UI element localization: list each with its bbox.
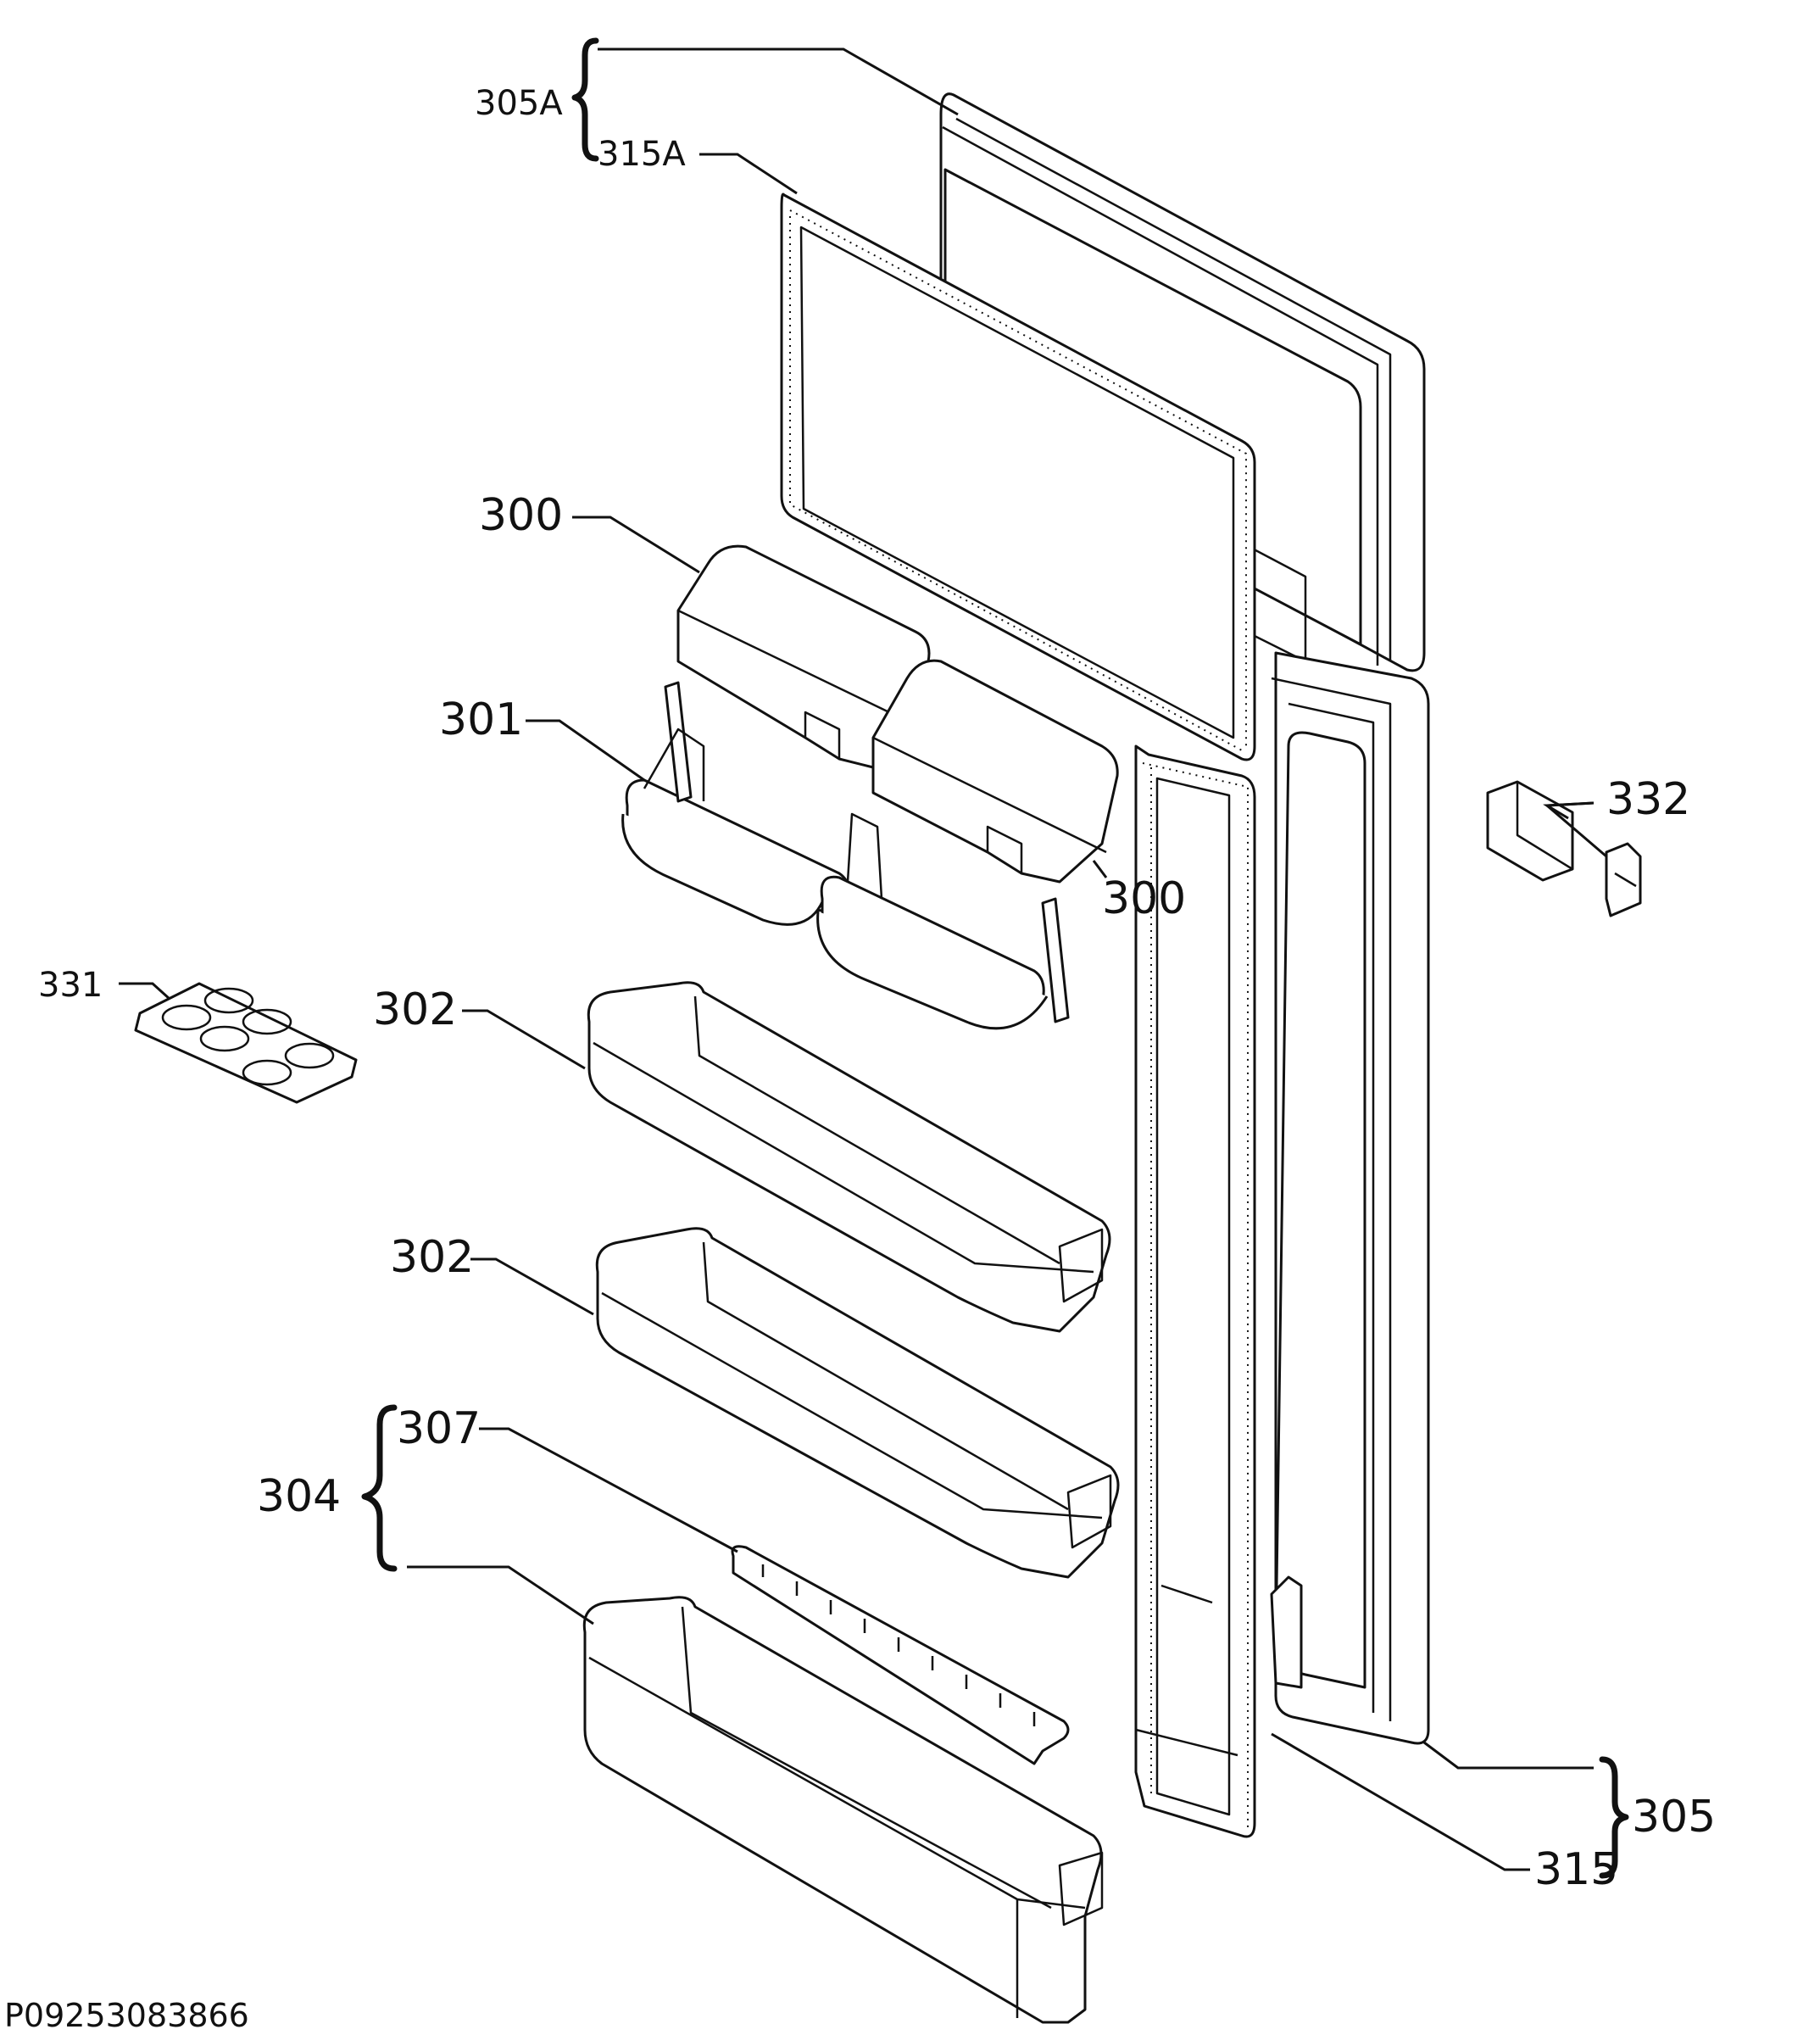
label-301: 301	[439, 694, 523, 745]
label-332: 332	[1606, 774, 1690, 825]
small-shelf-right	[816, 812, 1070, 1030]
brace-305	[1599, 1756, 1629, 1879]
fridge-gasket	[1134, 744, 1256, 1838]
label-305: 305	[1632, 1792, 1716, 1843]
freezer-gasket	[780, 192, 1256, 761]
label-302-upper: 302	[373, 984, 457, 1035]
egg-tray	[134, 982, 358, 1104]
label-305a: 305A	[475, 84, 563, 123]
brace-305a	[571, 37, 599, 162]
fridge-door	[1270, 651, 1430, 1745]
label-307: 307	[397, 1403, 481, 1454]
part-labels: 305A 315A 300 301 300 332 331 302 302 30…	[4, 84, 1716, 2034]
drawing-code: P09253083866	[4, 1997, 249, 2034]
leader-lines	[119, 47, 1607, 1871]
label-300-bottom: 300	[1102, 873, 1186, 924]
grouping-braces	[361, 37, 1629, 1879]
brace-304	[361, 1404, 398, 1572]
label-300-top: 300	[479, 490, 563, 541]
door-bin-middle	[595, 1227, 1120, 1579]
label-315: 315	[1534, 1844, 1618, 1895]
bottle-bin-bottom	[582, 1596, 1104, 2024]
label-304: 304	[257, 1471, 341, 1522]
small-shelf-left	[621, 681, 850, 926]
dairy-compartment-lid-bottom	[871, 659, 1119, 884]
label-302-middle: 302	[390, 1232, 474, 1283]
label-331: 331	[38, 966, 103, 1005]
label-315a: 315A	[598, 135, 686, 174]
door-bin-upper	[587, 981, 1111, 1333]
